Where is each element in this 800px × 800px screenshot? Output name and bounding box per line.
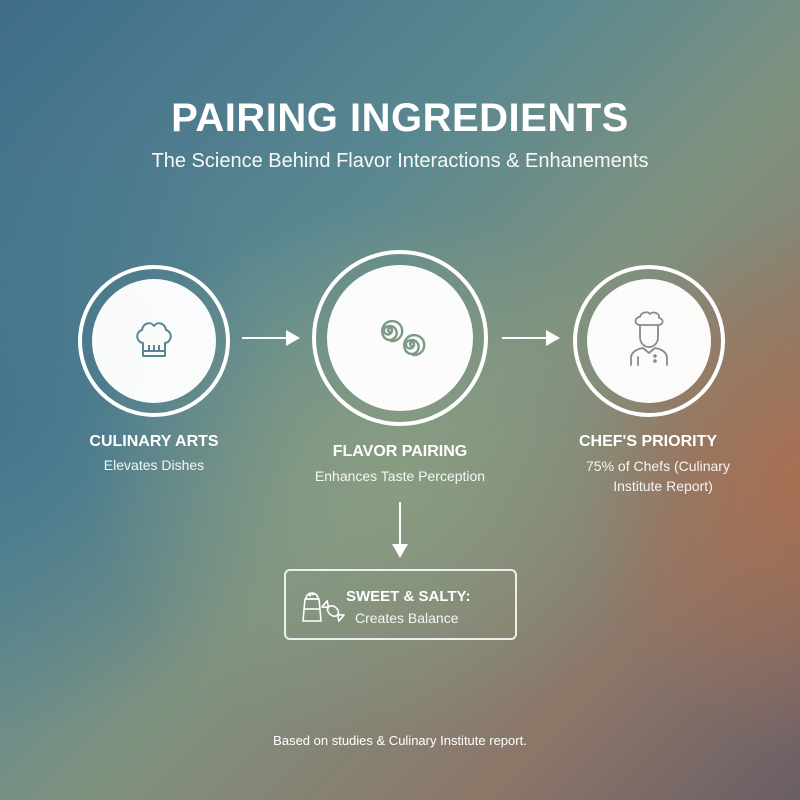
node-flavor-pairing-ring (312, 250, 488, 426)
node-culinary-arts-ring (78, 265, 230, 417)
node-chefs-priority-subtitle-line1: 75% of Chefs (Culinary (586, 458, 730, 474)
node-culinary-arts-title: CULINARY ARTS (89, 433, 219, 450)
chef-person-icon (625, 310, 673, 372)
arrow-down-icon (392, 502, 408, 558)
callout-title: SWEET & SALTY: (346, 588, 471, 605)
callout-subtitle: Creates Balance (355, 610, 459, 626)
node-flavor-pairing-title: FLAVOR PAIRING (332, 443, 468, 460)
node-chefs-priority-subtitle-line2: Institute Report) (613, 478, 713, 494)
page-subtitle: The Science Behind Flavor Interactions &… (151, 150, 649, 172)
node-culinary-arts-subtitle: Elevates Dishes (103, 457, 205, 473)
page-title: PAIRING INGREDIENTS (171, 96, 629, 140)
arrow-right-icon (242, 330, 300, 346)
footer-note: Based on studies & Culinary Institute re… (273, 733, 527, 748)
node-chefs-priority-title: CHEF'S PRIORITY (578, 433, 718, 450)
node-chefs-priority-circle (587, 279, 711, 403)
salt-shaker-candy-icon (302, 592, 345, 622)
sweet-salty-callout (284, 569, 517, 640)
node-flavor-pairing-subtitle: Enhances Taste Perception (314, 468, 486, 484)
node-flavor-pairing-circle (327, 265, 473, 411)
arrow-right-icon (502, 330, 560, 346)
chef-hat-icon (132, 317, 176, 366)
node-culinary-arts-circle (92, 279, 216, 403)
double-spiral-icon (368, 304, 432, 373)
node-chefs-priority-ring (573, 265, 725, 417)
